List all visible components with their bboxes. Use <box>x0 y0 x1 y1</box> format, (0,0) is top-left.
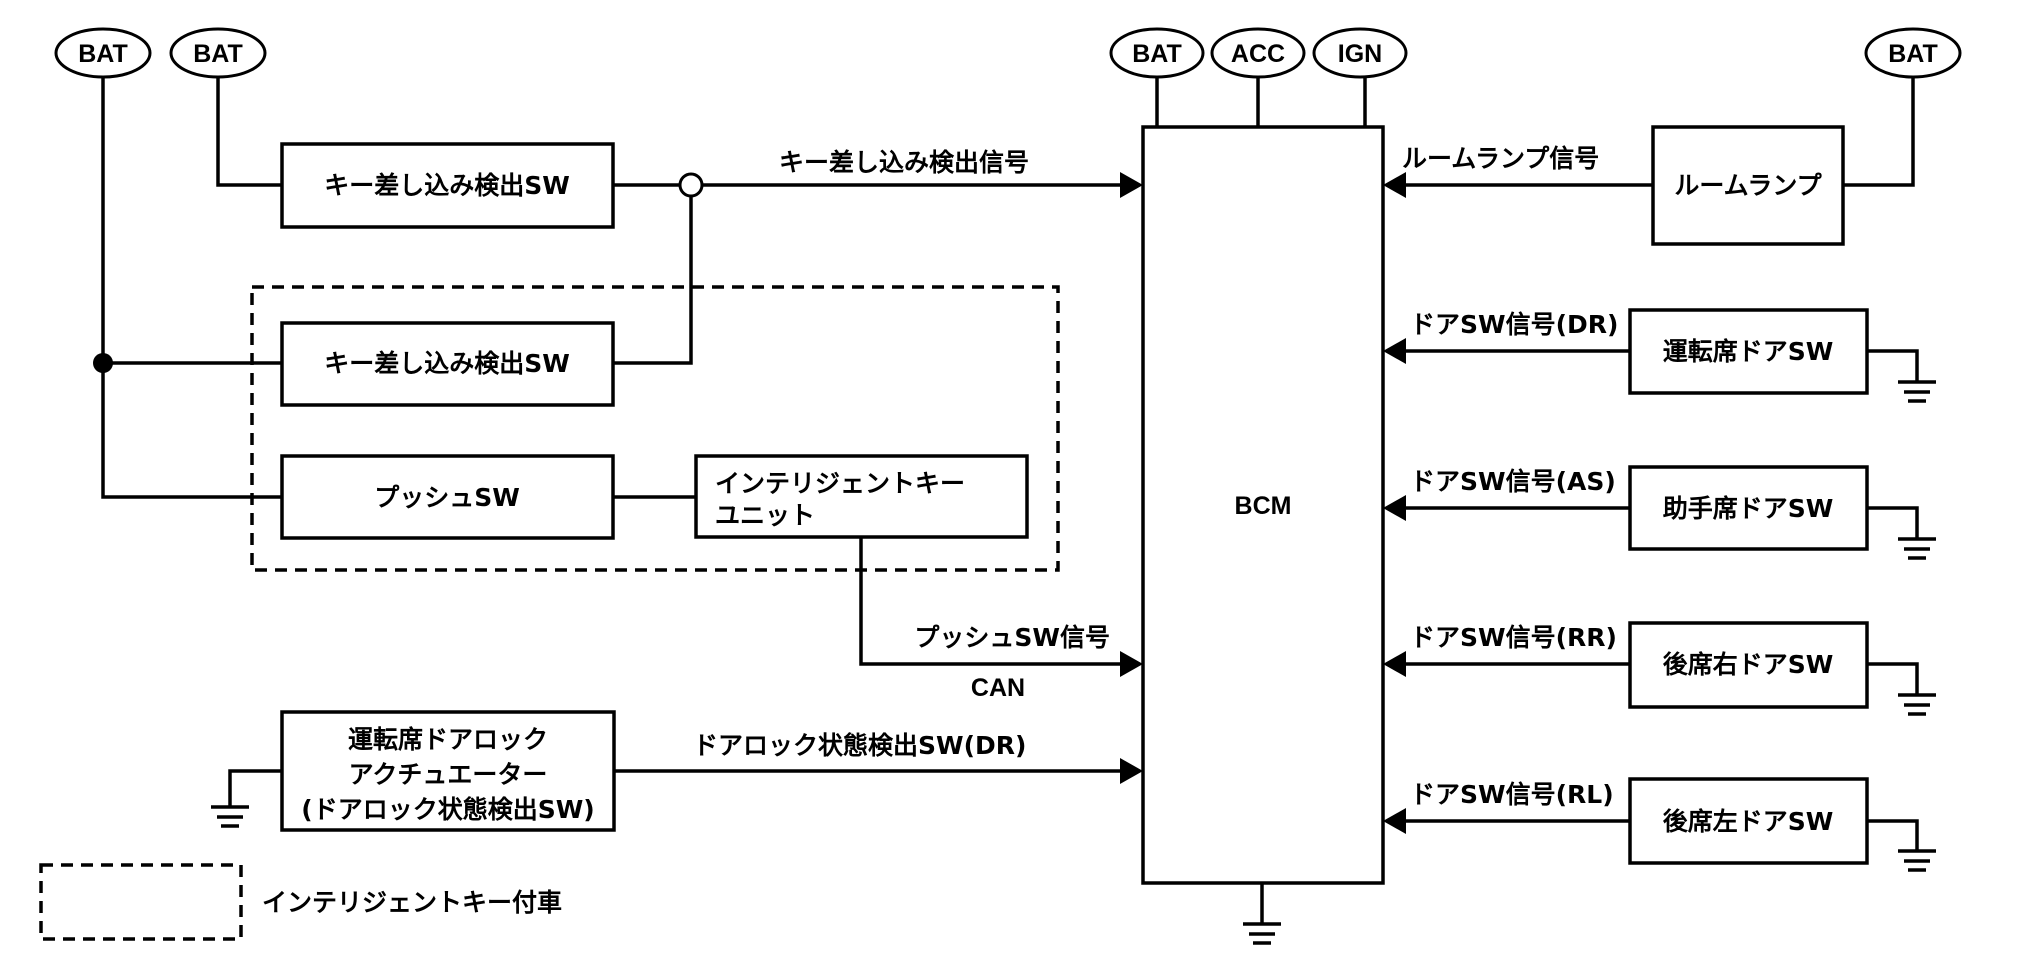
ground-icon <box>1898 693 1936 716</box>
legend-label: インテリジェントキー付車 <box>262 888 562 917</box>
power-label: ACC <box>1231 40 1285 68</box>
power-label: BAT <box>78 40 128 68</box>
component-label-line-1: 運転席ドアロック <box>348 725 548 754</box>
component-label: 助手席ドアSW <box>1663 494 1834 523</box>
signal-door-sw-dr: ドアSW信号(DR) <box>1410 310 1618 339</box>
bcm-label: BCM <box>1235 492 1292 520</box>
power-bat-left-2: BAT <box>169 27 267 79</box>
door-lock-actuator: 運転席ドアロック アクチュエーター (ドアロック状態検出SW) <box>280 710 616 832</box>
signal-door-lock-state: ドアロック状態検出SW(DR) <box>693 731 1026 760</box>
signal-push-sw: プッシュSW信号 <box>914 623 1110 652</box>
component-label: 後席左ドアSW <box>1663 807 1834 836</box>
component-label: 後席右ドアSW <box>1663 650 1834 679</box>
power-label: BAT <box>193 40 243 68</box>
wire-key-sw-2-out <box>613 196 693 365</box>
door-sw-rr: 後席右ドアSW <box>1628 621 1869 709</box>
wire-door-lock-ground <box>228 769 282 807</box>
signal-key-insert: キー差し込み検出信号 <box>779 148 1029 177</box>
intelligent-key-area <box>250 285 1060 572</box>
intelligent-key-unit: インテリジェントキー ユニット <box>694 454 1029 539</box>
ground-icon <box>1898 537 1936 560</box>
power-bcm-ign: IGN <box>1312 27 1408 79</box>
power-label: BAT <box>1888 40 1938 68</box>
arrow-door-sw-rr <box>1383 651 1406 677</box>
legend-dashed-box <box>39 863 243 941</box>
wire-door-sw-rr-ground <box>1867 662 1919 695</box>
arrow-room-lamp-signal <box>1383 172 1406 198</box>
arrow-push-sw-signal <box>1120 651 1143 677</box>
door-sw-rl: 後席左ドアSW <box>1628 777 1869 865</box>
component-label-line-2: ユニット <box>715 501 815 530</box>
signal-room-lamp: ルームランプ信号 <box>1402 144 1599 173</box>
component-label: キー差し込み検出SW <box>324 171 570 200</box>
power-bcm-acc: ACC <box>1210 27 1306 79</box>
door-sw-as: 助手席ドアSW <box>1628 465 1869 551</box>
arrow-door-sw-as <box>1383 495 1406 521</box>
door-sw-dr: 運転席ドアSW <box>1628 308 1869 395</box>
power-label: IGN <box>1338 40 1382 68</box>
wire-door-sw-rl-ground <box>1867 819 1919 851</box>
push-sw: プッシュSW <box>280 454 615 540</box>
wire-bat-room-lamp <box>1843 77 1915 187</box>
junction-dot <box>93 353 113 373</box>
wire-door-sw-dr-ground <box>1867 349 1919 382</box>
wire-door-sw-as-ground <box>1867 506 1919 539</box>
component-label: ルームランプ <box>1674 171 1822 200</box>
ground-icon <box>1243 922 1281 945</box>
component-label-line-1: インテリジェントキー <box>715 469 965 498</box>
component-label-line-2: アクチュエーター <box>349 760 548 789</box>
wire-push-sw-signal <box>859 537 1120 666</box>
key-insert-sw-2: キー差し込み検出SW <box>280 321 615 407</box>
bcm: BCM <box>1141 125 1385 885</box>
power-bcm-bat: BAT <box>1109 27 1205 79</box>
arrow-door-sw-rl <box>1383 808 1406 834</box>
room-lamp: ルームランプ <box>1651 125 1845 246</box>
ground-icon <box>211 805 249 828</box>
connector-circle <box>678 172 704 198</box>
arrow-door-sw-dr <box>1383 338 1406 364</box>
arrow-door-lock-state <box>1120 758 1143 784</box>
signal-can: CAN <box>971 674 1025 702</box>
component-label: プッシュSW <box>374 483 520 512</box>
arrow-key-insert-signal <box>1120 172 1143 198</box>
key-insert-sw-1: キー差し込み検出SW <box>280 142 615 229</box>
component-label: 運転席ドアSW <box>1663 337 1834 366</box>
ground-icon <box>1898 380 1936 403</box>
component-label: キー差し込み検出SW <box>324 349 570 378</box>
power-label: BAT <box>1132 40 1182 68</box>
component-label-line-3: (ドアロック状態検出SW) <box>301 795 594 824</box>
power-bat-left-1: BAT <box>54 27 152 79</box>
signal-door-sw-rl: ドアSW信号(RL) <box>1410 780 1614 809</box>
power-bat-right: BAT <box>1864 27 1962 79</box>
signal-door-sw-rr: ドアSW信号(RR) <box>1410 623 1617 652</box>
wire-bat2-key-sw-1 <box>216 77 282 187</box>
signal-door-sw-as: ドアSW信号(AS) <box>1410 467 1616 496</box>
ground-icon <box>1898 849 1936 872</box>
wire-bat1-push-sw <box>101 77 282 499</box>
